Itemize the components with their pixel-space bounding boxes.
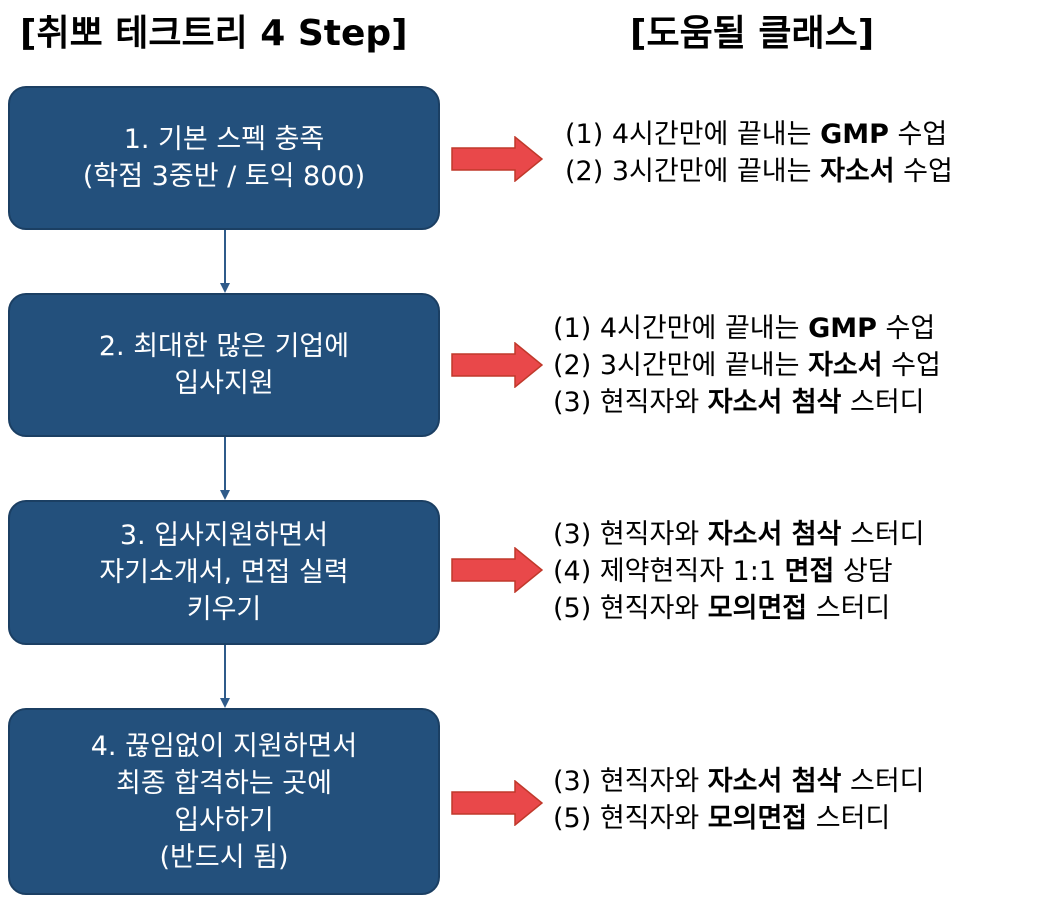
step-3-line-2: 자기소개서, 면접 실력	[99, 557, 349, 588]
class-item: (3) 현직자와 자소서 첨삭 스터디	[553, 384, 941, 421]
step-3-line-1: 3. 입사지원하면서	[119, 520, 329, 551]
class-item: (5) 현직자와 모의면접 스터디	[553, 800, 925, 837]
class-item-highlight: 자소서	[820, 156, 895, 187]
connector-arrow-3-4	[220, 645, 230, 708]
class-item-suffix: 수업	[882, 350, 941, 381]
class-item-highlight: 자소서 첨삭	[707, 519, 842, 550]
class-item: (3) 현직자와 자소서 첨삭 스터디	[553, 516, 925, 553]
class-item-suffix: 스터디	[841, 766, 925, 797]
class-item: (3) 현직자와 자소서 첨삭 스터디	[553, 763, 925, 800]
steps-header: [취뽀 테크트리 4 Step]	[20, 13, 408, 54]
class-item-prefix: (3) 현직자와	[553, 387, 708, 418]
class-item: (1) 4시간만에 끝내는 GMP 수업	[553, 310, 941, 347]
step-1-line-1: 1. 기본 스펙 충족	[123, 124, 325, 155]
right-arrow-icon-3	[451, 547, 543, 593]
class-item: (2) 3시간만에 끝내는 자소서 수업	[553, 347, 941, 384]
step-box-4: 4. 끊임없이 지원하면서 최종 합격하는 곳에 입사하기 (반드시 됨)	[8, 708, 440, 895]
classes-header: [도움될 클래스]	[630, 13, 875, 54]
class-item-prefix: (3) 현직자와	[553, 766, 708, 797]
class-item-prefix: (1) 4시간만에 끝내는	[565, 119, 821, 150]
connector-arrow-1-2	[220, 230, 230, 293]
class-item-suffix: 상담	[834, 556, 893, 587]
class-list-2: (1) 4시간만에 끝내는 GMP 수업 (2) 3시간만에 끝내는 자소서 수…	[553, 310, 941, 421]
class-item-suffix: 스터디	[807, 593, 891, 624]
step-1-line-2: (학점 3중반 / 토익 800)	[82, 161, 366, 192]
class-item-highlight: GMP	[820, 119, 889, 150]
step-2-line-1: 2. 최대한 많은 기업에	[98, 331, 350, 362]
class-item-prefix: (4) 제약현직자 1:1	[553, 556, 785, 587]
class-list-4: (3) 현직자와 자소서 첨삭 스터디 (5) 현직자와 모의면접 스터디	[553, 763, 925, 837]
class-item-suffix: 수업	[894, 156, 953, 187]
step-4-line-1: 4. 끊임없이 지원하면서	[90, 730, 358, 762]
class-list-3: (3) 현직자와 자소서 첨삭 스터디 (4) 제약현직자 1:1 면접 상담 …	[553, 516, 925, 627]
step-4-line-2: 최종 합격하는 곳에	[116, 767, 332, 799]
step-4-line-4: (반드시 됨)	[159, 841, 289, 873]
step-3-line-3: 키우기	[186, 594, 262, 625]
step-4-line-3: 입사하기	[174, 804, 274, 836]
class-item-highlight: 모의면접	[707, 803, 808, 834]
class-item: (2) 3시간만에 끝내는 자소서 수업	[565, 153, 953, 190]
class-item-highlight: 자소서 첨삭	[707, 766, 842, 797]
step-2-line-2: 입사지원	[174, 368, 274, 399]
step-box-1: 1. 기본 스펙 충족 (학점 3중반 / 토익 800)	[8, 86, 440, 230]
class-item-suffix: 스터디	[841, 387, 925, 418]
class-item: (4) 제약현직자 1:1 면접 상담	[553, 553, 925, 590]
class-item-highlight: GMP	[808, 313, 877, 344]
right-arrow-icon-2	[451, 342, 543, 388]
class-list-1: (1) 4시간만에 끝내는 GMP 수업 (2) 3시간만에 끝내는 자소서 수…	[565, 116, 953, 190]
class-item: (5) 현직자와 모의면접 스터디	[553, 590, 925, 627]
class-item-prefix: (5) 현직자와	[553, 593, 708, 624]
class-item-suffix: 스터디	[807, 803, 891, 834]
class-item-suffix: 수업	[888, 119, 948, 150]
class-item-highlight: 자소서 첨삭	[707, 387, 842, 418]
step-box-3: 3. 입사지원하면서 자기소개서, 면접 실력 키우기	[8, 500, 440, 645]
class-item-highlight: 면접	[784, 556, 835, 587]
class-item-prefix: (2) 3시간만에 끝내는	[565, 156, 821, 187]
step-box-2: 2. 최대한 많은 기업에 입사지원	[8, 293, 440, 437]
class-item-prefix: (2) 3시간만에 끝내는	[553, 350, 809, 381]
class-item-highlight: 모의면접	[707, 593, 808, 624]
class-item-highlight: 자소서	[808, 350, 883, 381]
right-arrow-icon-4	[451, 780, 543, 826]
class-item-prefix: (1) 4시간만에 끝내는	[553, 313, 809, 344]
class-item-suffix: 스터디	[841, 519, 925, 550]
class-item-prefix: (3) 현직자와	[553, 519, 708, 550]
connector-arrow-2-3	[220, 437, 230, 500]
class-item-suffix: 수업	[876, 313, 936, 344]
right-arrow-icon-1	[451, 136, 543, 182]
class-item: (1) 4시간만에 끝내는 GMP 수업	[565, 116, 953, 153]
class-item-prefix: (5) 현직자와	[553, 803, 708, 834]
